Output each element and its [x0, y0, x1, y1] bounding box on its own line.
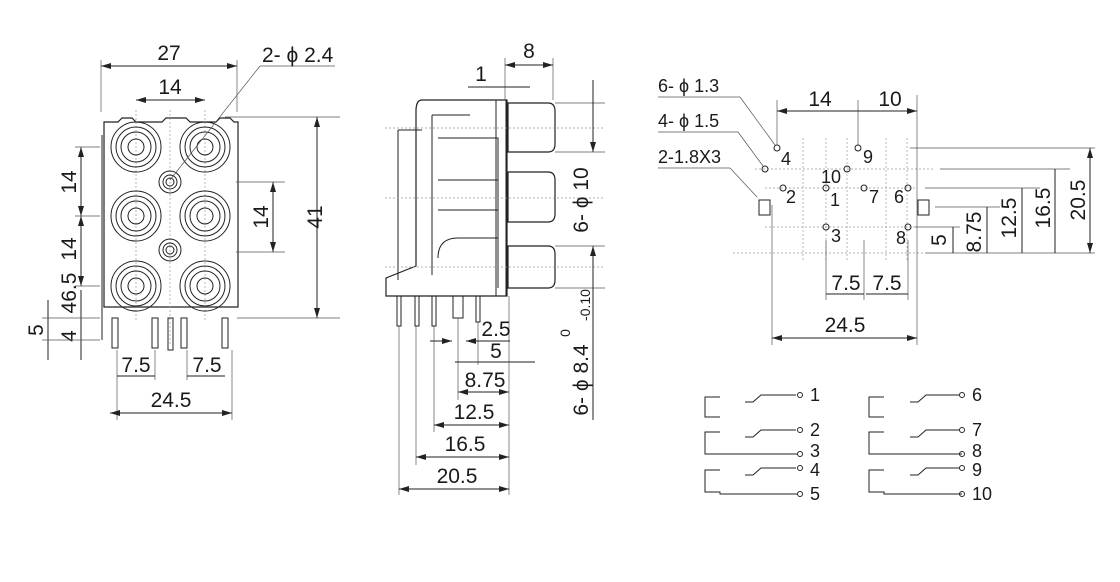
dim-12-5: 12.5 — [454, 401, 495, 424]
dim-v-16-5: 16.5 — [1032, 188, 1055, 229]
dim-h-7-5-b: 7.5 — [872, 272, 901, 295]
dim-jack-inner: 6- ϕ 8.4 — [570, 344, 593, 416]
dim-8-75: 8.75 — [465, 369, 506, 392]
slot-label: 2-1.8X3 — [658, 147, 721, 167]
dim-v-8-75: 8.75 — [963, 212, 986, 253]
terminal-1: 1 — [810, 385, 820, 405]
dim-row-pitch-1: 14 — [58, 170, 81, 194]
switching-schematic: 1 2 3 4 5 6 7 8 9 10 — [704, 385, 992, 504]
terminal-3: 3 — [810, 441, 820, 461]
dim-width-overall: 27 — [157, 42, 180, 65]
dim-2-5: 2.5 — [481, 318, 510, 341]
pins — [111, 317, 229, 351]
pin-4: 4 — [781, 149, 791, 169]
dim-protrusion: 8 — [523, 40, 535, 63]
dim-14: 14 — [808, 88, 832, 111]
pin-10: 10 — [821, 167, 841, 187]
dim-v-5: 5 — [928, 234, 951, 246]
pcb-layout: 6- ϕ 1.3 4- ϕ 1.5 2-1.8X3 14 10 1 2 3 4 … — [658, 76, 1095, 345]
pin-1: 1 — [830, 190, 840, 210]
dim-10: 10 — [878, 88, 901, 111]
side-view: 8 1 6- ϕ 10 6- ϕ 8.4 0 -0.10 2.5 5 8.75 … — [385, 40, 605, 495]
terminal-10: 10 — [972, 484, 992, 504]
dim-pin-right: 7.5 — [192, 354, 221, 377]
dim-pin-span: 24.5 — [151, 389, 192, 412]
pin-9: 9 — [863, 147, 873, 167]
terminal-6: 6 — [972, 385, 982, 405]
dim-h-24-5: 24.5 — [825, 314, 866, 337]
dim-5: 5 — [490, 340, 502, 363]
dim-5: 5 — [25, 324, 48, 336]
pin-6: 6 — [894, 187, 904, 207]
pcb-holes — [758, 144, 930, 231]
hole-1-3-label: 6- ϕ 1.3 — [658, 76, 719, 96]
dim-flange: 1 — [475, 63, 487, 86]
tol-lower: -0.10 — [577, 289, 593, 321]
front-view: 27 14 2- ϕ 2.4 14 14 46.5 4 5 14 41 7.5 … — [25, 42, 340, 420]
terminal-2: 2 — [810, 420, 820, 440]
terminal-5: 5 — [810, 484, 820, 504]
pin-3: 3 — [831, 226, 841, 246]
jack-circles — [110, 121, 231, 312]
hole-1-5-label: 4- ϕ 1.5 — [658, 111, 719, 131]
dim-h-7-5-a: 7.5 — [831, 272, 860, 295]
dim-20-5: 20.5 — [437, 465, 478, 488]
pin-8: 8 — [896, 228, 906, 248]
dim-right-pitch: 14 — [250, 205, 273, 229]
dim-v-20-5: 20.5 — [1067, 180, 1090, 221]
terminal-7: 7 — [972, 420, 982, 440]
leader-holes-label: 2- ϕ 2.4 — [262, 44, 334, 67]
terminal-4: 4 — [810, 460, 820, 480]
dim-46-5: 46.5 — [58, 273, 81, 314]
dim-jack-diameter: 6- ϕ 10 — [570, 167, 593, 232]
dim-v-12-5: 12.5 — [998, 198, 1021, 239]
dim-height-overall: 41 — [304, 205, 327, 228]
dim-4: 4 — [58, 330, 81, 342]
tol-upper: 0 — [557, 329, 573, 337]
dim-pin-left: 7.5 — [121, 354, 150, 377]
dim-row-pitch-2: 14 — [58, 237, 81, 261]
pin-2: 2 — [786, 187, 796, 207]
dim-jack-pitch: 14 — [158, 76, 182, 99]
terminal-9: 9 — [972, 460, 982, 480]
dim-16-5: 16.5 — [445, 433, 486, 456]
pin-7: 7 — [869, 187, 879, 207]
terminal-8: 8 — [972, 441, 982, 461]
side-pins — [396, 295, 481, 327]
